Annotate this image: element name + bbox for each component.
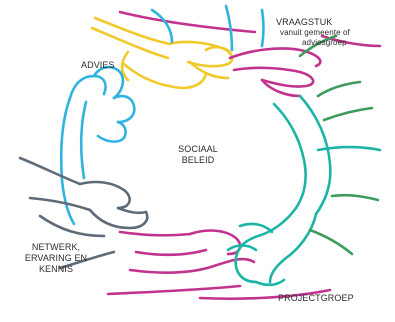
teal-arm	[226, 94, 382, 287]
label-advies: ADVIES	[81, 60, 115, 71]
label-vraagstuk-sub1: vanuit gemeente of	[280, 28, 350, 37]
magenta-arm-bottom	[106, 229, 332, 301]
label-netwerk-line3: KENNIS	[38, 264, 74, 274]
label-vraagstuk-title: VRAAGSTUK	[276, 17, 333, 27]
blue-arm	[59, 4, 265, 226]
label-advies-text: ADVIES	[81, 60, 115, 70]
label-netwerk-line1: NETWERK,	[31, 242, 81, 252]
label-projectgroep: PROJECTGROEP	[278, 293, 354, 304]
green-lines	[298, 34, 380, 256]
label-vraagstuk: VRAAGSTUK vanuit gemeente of adviesgroep	[276, 17, 350, 48]
center-title-line2: BELEID	[181, 155, 215, 165]
grey-arm	[18, 156, 149, 270]
label-netwerk: NETWERK, ERVARING EN KENNIS	[20, 242, 92, 275]
center-title-line1: SOCIAAL	[178, 144, 218, 154]
center-title: SOCIAAL BELEID	[168, 144, 228, 166]
label-netwerk-line2: ERVARING EN	[24, 253, 88, 263]
label-projectgroep-text: PROJECTGROEP	[278, 293, 354, 303]
label-vraagstuk-sub2: adviesgroep	[302, 38, 347, 47]
magenta-arm-top	[118, 10, 382, 98]
